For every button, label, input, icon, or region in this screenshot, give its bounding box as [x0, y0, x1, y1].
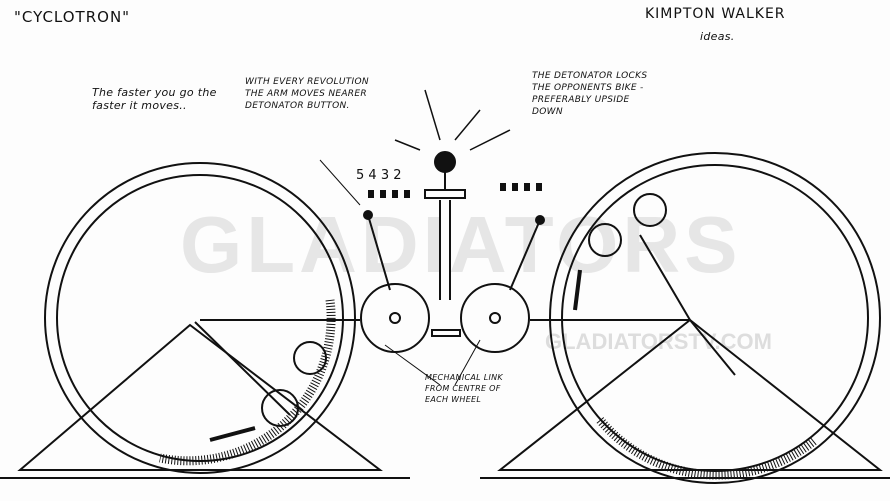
countdown-markers: [368, 183, 542, 198]
note-detonator: The detonator locks the opponents bike -…: [532, 71, 648, 117]
author-name: KIMPTON WALKER: [645, 6, 786, 22]
countdown-2: 2: [393, 168, 402, 183]
note-arm: With every revolution the arm moves near…: [245, 77, 369, 111]
note-link: Mechanical link from centre of each whee…: [425, 373, 503, 404]
countdown-4: 4: [368, 168, 377, 183]
countdown-3: 3: [380, 168, 390, 183]
author-subtitle: ideas.: [700, 30, 735, 43]
left-hamster-wheel: [0, 162, 410, 479]
note-speed: The faster you go the faster it moves..: [92, 86, 217, 112]
countdown-numbers: 5 4 3 2: [356, 168, 402, 183]
right-hamster-wheel: [480, 152, 890, 484]
detonator-mechanism: [319, 89, 545, 386]
countdown-5: 5: [356, 168, 365, 183]
watermark-url: GLADIATORSTV.COM: [545, 329, 772, 354]
sketch-title: "CYCLOTRON": [14, 8, 131, 26]
